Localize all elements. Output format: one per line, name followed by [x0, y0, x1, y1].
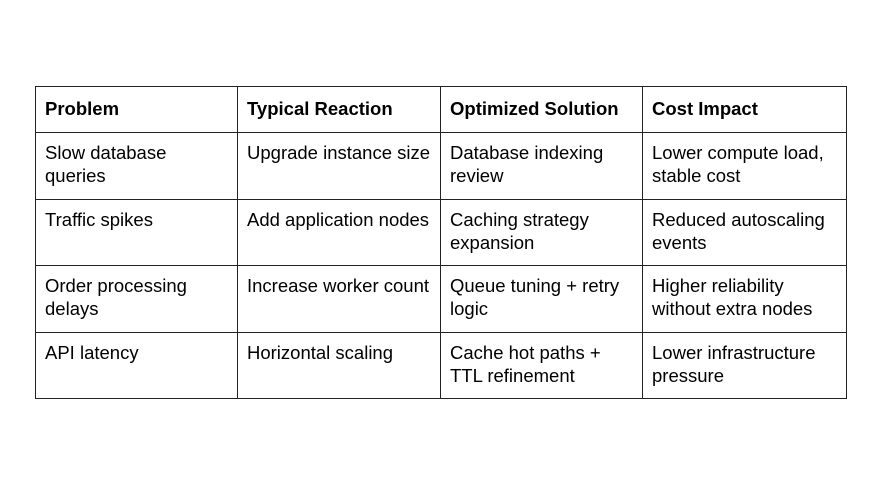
header-cost-impact: Cost Impact — [642, 86, 847, 133]
cell-cost-impact: Lower compute load, stable cost — [642, 132, 847, 200]
comparison-table: Problem Typical Reaction Optimized Solut… — [35, 86, 847, 399]
table-header-row: Problem Typical Reaction Optimized Solut… — [35, 86, 847, 133]
cell-problem: API latency — [35, 331, 238, 399]
cell-cost-impact: Lower infrastructure pressure — [642, 331, 847, 399]
header-optimized-solution: Optimized Solution — [440, 86, 643, 133]
comparison-table-container: Problem Typical Reaction Optimized Solut… — [35, 86, 847, 399]
table-row: Order processing delays Increase worker … — [35, 265, 847, 333]
cell-optimized-solution: Queue tuning + retry logic — [440, 265, 643, 333]
cell-typical-reaction: Add application nodes — [237, 198, 441, 266]
cell-typical-reaction: Upgrade instance size — [237, 132, 441, 200]
cell-typical-reaction: Increase worker count — [237, 265, 441, 333]
header-problem: Problem — [35, 86, 238, 133]
cell-cost-impact: Higher reliability without extra nodes — [642, 265, 847, 333]
cell-typical-reaction: Horizontal scaling — [237, 331, 441, 399]
cell-problem: Slow database queries — [35, 132, 238, 200]
cell-optimized-solution: Cache hot paths + TTL refinement — [440, 331, 643, 399]
cell-optimized-solution: Database indexing review — [440, 132, 643, 200]
table-row: Traffic spikes Add application nodes Cac… — [35, 198, 847, 266]
cell-problem: Order processing delays — [35, 265, 238, 333]
cell-optimized-solution: Caching strategy expansion — [440, 198, 643, 266]
header-typical-reaction: Typical Reaction — [237, 86, 441, 133]
cell-problem: Traffic spikes — [35, 198, 238, 266]
table-row: API latency Horizontal scaling Cache hot… — [35, 331, 847, 399]
cell-cost-impact: Reduced autoscaling events — [642, 198, 847, 266]
table-row: Slow database queries Upgrade instance s… — [35, 132, 847, 200]
